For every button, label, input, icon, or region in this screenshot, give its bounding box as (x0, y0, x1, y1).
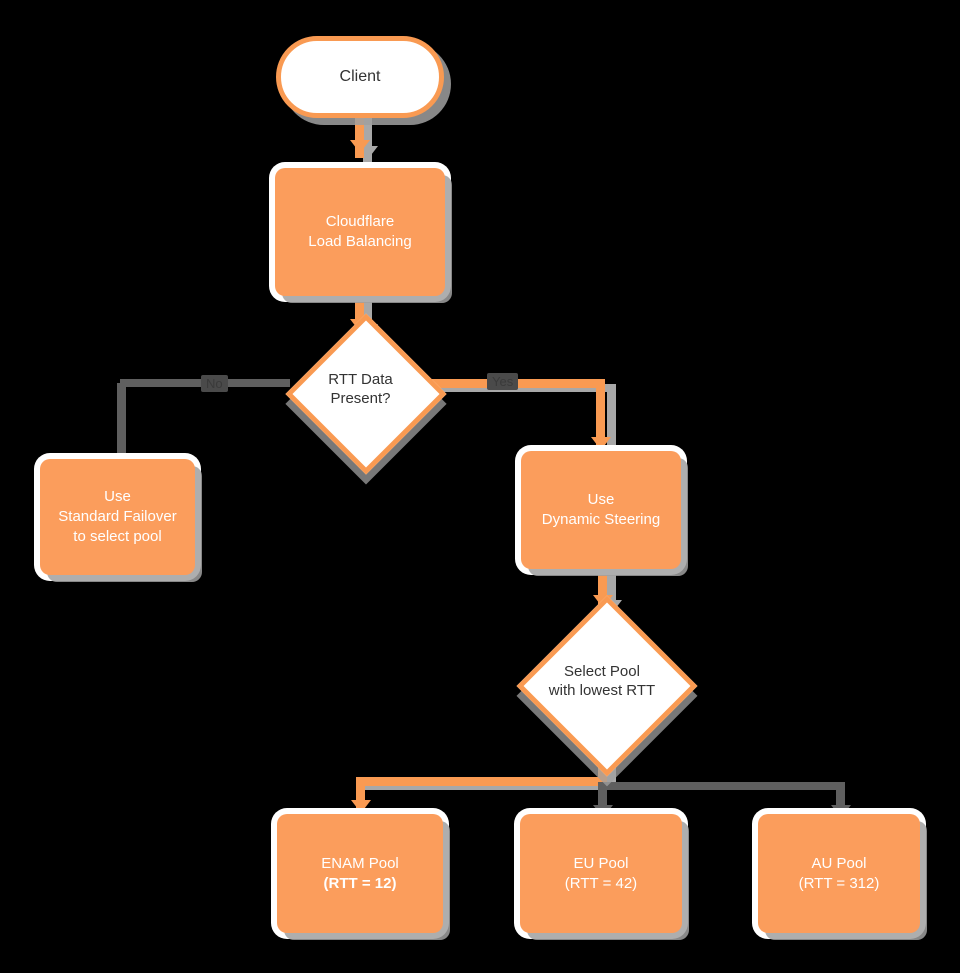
node-dynamic-line1: Use (587, 491, 615, 509)
node-selpool-line2: with lowest RTT (548, 682, 656, 699)
node-enam-pool[interactable]: ENAM Pool (RTT = 12) (277, 814, 443, 933)
node-eu-line2: (RTT = 42) (564, 874, 638, 892)
node-enam-line2: (RTT = 12) (323, 874, 397, 892)
node-rtt-data-present-label: RTT Data Present? (328, 370, 392, 409)
node-clb-line1: Cloudflare (325, 213, 395, 231)
node-eu-pool[interactable]: EU Pool (RTT = 42) (520, 814, 682, 933)
node-eu-line1: EU Pool (573, 854, 629, 872)
node-dynamic-steering[interactable]: Use Dynamic Steering (521, 451, 681, 569)
node-standard-failover-label: Use Standard Failover to select pool (58, 487, 176, 546)
edge-label-no: No (201, 375, 228, 392)
node-standard-failover[interactable]: Use Standard Failover to select pool (40, 459, 195, 575)
node-au-line1: AU Pool (811, 854, 867, 872)
node-dynamic-steering-label: Use Dynamic Steering (542, 490, 660, 530)
node-client[interactable]: Client (276, 36, 444, 118)
node-rtt-line2: Present? (330, 390, 391, 407)
node-failover-line2: Standard Failover (58, 508, 177, 526)
node-eu-pool-label: EU Pool (RTT = 42) (565, 854, 637, 894)
node-cloudflare-load-balancing[interactable]: Cloudflare Load Balancing (275, 168, 445, 296)
node-failover-line3: to select pool (73, 527, 162, 545)
edge-label-yes: Yes (487, 373, 519, 390)
node-au-pool-label: AU Pool (RTT = 312) (799, 854, 880, 894)
node-select-pool-lowest-rtt[interactable]: Select Pool with lowest RTT (513, 595, 698, 777)
node-dynamic-line2: Dynamic Steering (541, 511, 661, 528)
node-au-pool[interactable]: AU Pool (RTT = 312) (758, 814, 920, 933)
node-enam-pool-label: ENAM Pool (RTT = 12) (321, 854, 399, 894)
node-clb-line2: Load Balancing (308, 233, 412, 250)
node-failover-line1: Use (104, 488, 131, 506)
node-client-label: Client (339, 68, 381, 86)
node-selpool-line1: Select Pool (564, 662, 640, 680)
node-select-pool-label: Select Pool with lowest RTT (549, 662, 655, 701)
node-rtt-data-present[interactable]: RTT Data Present? (283, 313, 447, 475)
node-rtt-line1: RTT Data (328, 370, 393, 388)
node-enam-line1: ENAM Pool (321, 854, 399, 872)
node-cloudflare-load-balancing-label: Cloudflare Load Balancing (308, 212, 411, 252)
node-au-line2: (RTT = 312) (798, 874, 880, 892)
